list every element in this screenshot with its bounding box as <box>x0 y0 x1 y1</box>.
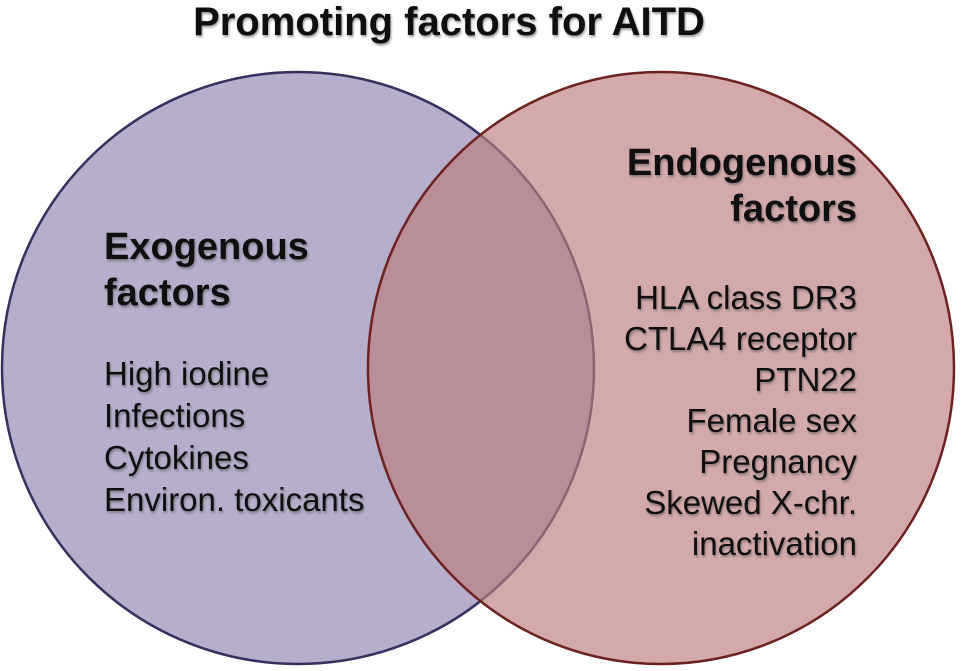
exogenous-heading-line1: Exogenous <box>104 226 309 268</box>
list-item: Environ. toxicants <box>104 481 365 518</box>
list-item: High iodine <box>104 355 270 392</box>
list-item: Pregnancy <box>699 443 857 480</box>
list-item: inactivation <box>691 525 857 562</box>
endogenous-factor-list: HLA class DR3 CTLA4 receptor PTN22 Femal… <box>400 277 857 564</box>
page-title: Promoting factors for AITD <box>193 0 705 44</box>
list-item: CTLA4 receptor <box>624 320 857 357</box>
list-item: PTN22 <box>754 361 857 398</box>
list-item: Female sex <box>686 402 857 439</box>
list-item: Skewed X-chr. <box>644 484 857 521</box>
endogenous-heading-line2: factors <box>730 188 857 230</box>
exogenous-factor-list: High iodine Infections Cytokines Environ… <box>104 353 364 521</box>
exogenous-heading: Exogenous factors <box>104 224 309 316</box>
endogenous-heading-line1: Endogenous <box>626 142 857 184</box>
exogenous-heading-line2: factors <box>104 272 231 314</box>
list-item: Cytokines <box>104 439 249 476</box>
endogenous-heading: Endogenous factors <box>460 140 857 232</box>
list-item: HLA class DR3 <box>635 279 857 316</box>
list-item: Infections <box>104 397 246 434</box>
endogenous-circle <box>366 70 956 666</box>
